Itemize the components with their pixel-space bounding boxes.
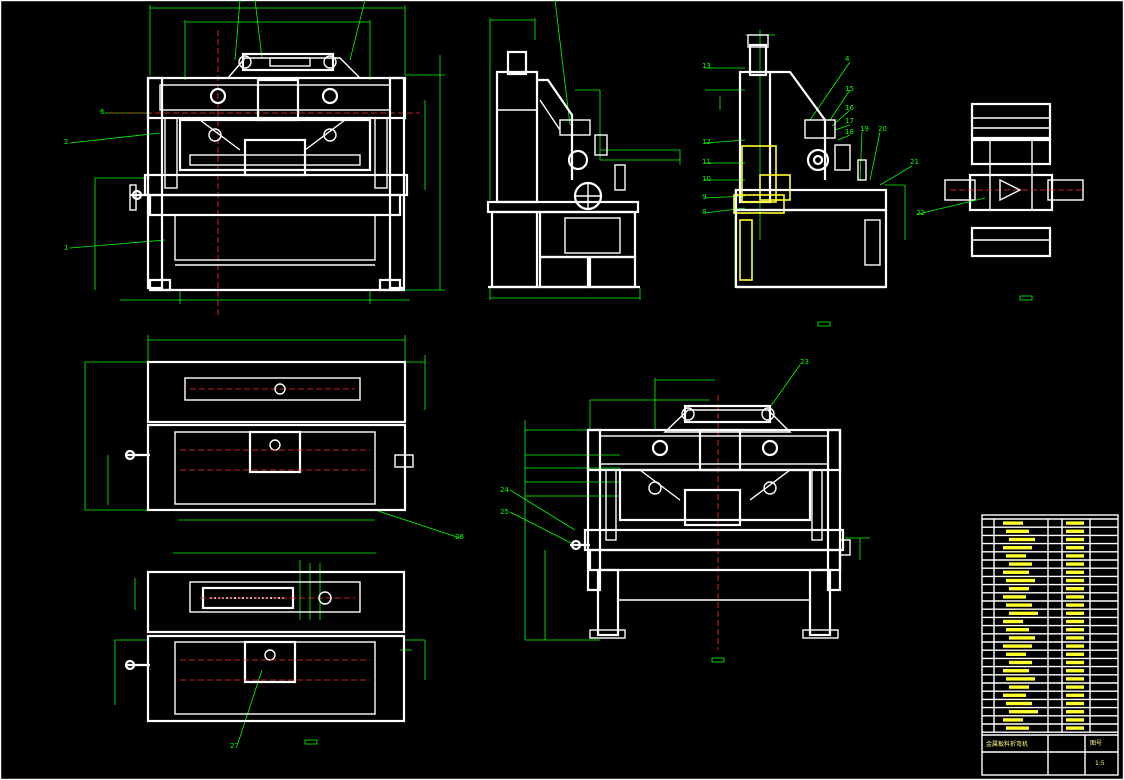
parts-row-name-mark	[1006, 603, 1032, 607]
parts-row-spec-mark	[1066, 660, 1084, 665]
callout-24: 24	[500, 486, 509, 494]
callout-27: 27	[230, 742, 239, 750]
parts-list-table	[982, 518, 1118, 733]
parts-row-spec-mark	[1066, 726, 1084, 730]
rear-view: 23 24 25	[500, 358, 870, 663]
parts-row-name-mark	[1003, 718, 1023, 722]
side-view-b: 13 4 15 16 17 18 12 11 10 9 8 19 20 21	[702, 30, 919, 327]
parts-row-name-mark	[1003, 693, 1026, 697]
parts-row-spec-mark	[1066, 644, 1084, 648]
parts-row-spec-mark	[1066, 587, 1084, 591]
callout-front-2: 2	[64, 138, 68, 146]
parts-row-name-mark	[1009, 685, 1029, 689]
parts-row-name-mark	[1009, 562, 1032, 566]
parts-row-spec-mark	[1066, 652, 1084, 656]
parts-row-spec-mark	[1066, 603, 1084, 607]
callout-front-6: 6	[100, 108, 105, 116]
callout-8: 8	[702, 208, 706, 216]
callout-16: 16	[845, 104, 854, 112]
callout-9: 9	[702, 193, 706, 201]
title-block-scale: 1:5	[1095, 760, 1105, 767]
callout-17: 17	[845, 117, 854, 125]
parts-row-spec-mark	[1066, 636, 1084, 640]
plan-detail-view: 22	[916, 102, 1085, 301]
callout-18: 18	[845, 128, 854, 136]
parts-row-name-mark	[1009, 636, 1035, 640]
parts-row-spec-mark	[1066, 611, 1084, 615]
callout-12: 12	[702, 138, 711, 146]
parts-row-name-mark	[1006, 578, 1035, 583]
parts-row-spec-mark	[1066, 562, 1084, 566]
parts-row-spec-mark	[1066, 685, 1084, 689]
parts-row-name-mark	[1006, 726, 1029, 730]
parts-row-spec-mark	[1066, 521, 1084, 525]
callout-11: 11	[702, 158, 711, 166]
callout-10: 10	[702, 175, 711, 183]
parts-row-spec-mark	[1066, 570, 1084, 574]
parts-row-name-mark	[1006, 652, 1026, 656]
parts-row-name-mark	[1006, 628, 1029, 632]
bottom-view: 27	[114, 552, 426, 750]
parts-row-name-mark	[1003, 619, 1023, 624]
callout-front-1: 1	[64, 244, 68, 252]
parts-row-name-mark	[1009, 611, 1038, 615]
callout-13: 13	[702, 62, 711, 70]
parts-row-spec-mark	[1066, 537, 1084, 542]
top-view: 26	[84, 335, 464, 541]
parts-row-name-mark	[1009, 710, 1038, 714]
parts-row-name-mark	[1003, 570, 1029, 574]
callout-20: 20	[878, 125, 887, 133]
parts-row-spec-mark	[1066, 693, 1084, 697]
front-view: 2 1 6	[64, 0, 445, 315]
title-block-drawing-no: 图号	[1090, 740, 1102, 747]
parts-row-spec-mark	[1066, 619, 1084, 624]
parts-row-spec-mark	[1066, 554, 1084, 558]
parts-row-name-mark	[1009, 660, 1032, 665]
parts-row-name-mark	[1003, 669, 1029, 673]
callout-19: 19	[860, 125, 869, 133]
parts-row-spec-mark	[1066, 628, 1084, 632]
parts-row-name-mark	[1003, 595, 1026, 599]
parts-row-name-mark	[1006, 701, 1032, 706]
parts-row-spec-mark	[1066, 578, 1084, 583]
callout-25: 25	[500, 508, 509, 516]
parts-row-spec-mark	[1066, 546, 1084, 550]
parts-row-name-mark	[1006, 554, 1026, 558]
callout-22: 22	[916, 209, 925, 217]
parts-row-spec-mark	[1066, 669, 1084, 673]
parts-row-name-mark	[1003, 644, 1032, 648]
parts-row-spec-mark	[1066, 701, 1084, 706]
callout-15: 15	[845, 85, 854, 93]
callout-21: 21	[910, 158, 919, 166]
side-view-a	[486, 0, 681, 300]
parts-row-spec-mark	[1066, 718, 1084, 722]
title-block: 金属板料折弯机 图号 1:5	[981, 514, 1119, 776]
parts-row-name-mark	[1003, 546, 1032, 550]
parts-row-name-mark	[1006, 529, 1029, 533]
parts-row-name-mark	[1003, 521, 1023, 525]
parts-row-spec-mark	[1066, 710, 1084, 714]
parts-row-spec-mark	[1066, 595, 1084, 599]
callout-26: 26	[455, 533, 464, 541]
callout-4: 4	[845, 55, 850, 63]
parts-row-spec-mark	[1066, 677, 1084, 681]
parts-row-name-mark	[1009, 587, 1029, 591]
parts-row-name-mark	[1006, 677, 1035, 681]
parts-row-name-mark	[1009, 537, 1035, 542]
parts-row-spec-mark	[1066, 529, 1084, 533]
callout-23: 23	[800, 358, 809, 366]
title-block-name: 金属板料折弯机	[986, 740, 1028, 748]
